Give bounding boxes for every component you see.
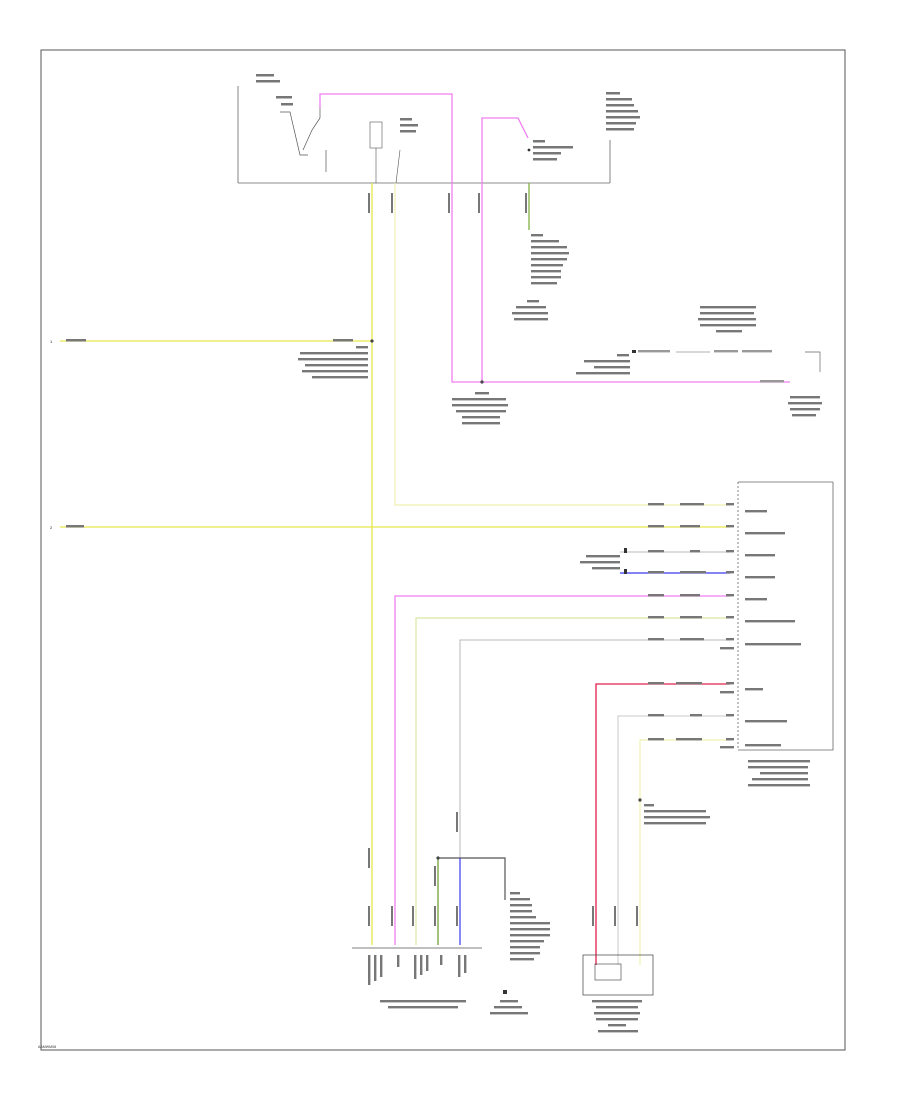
wire-pink-top — [319, 93, 790, 383]
left-connector-labels: 1 2 — [50, 339, 353, 530]
wire-light-yellow — [394, 183, 730, 506]
splice-connector-505 — [490, 892, 550, 1015]
wire-red-module — [595, 683, 730, 965]
powertrain-control-module — [580, 481, 834, 787]
svg-text:1: 1 — [50, 339, 53, 344]
wire-pink-module — [394, 595, 730, 945]
diagram-frame — [40, 49, 846, 1051]
wire-yellow-module-2 — [639, 739, 730, 965]
oil-pressure-sensor — [582, 954, 654, 1033]
battery-junction-box — [237, 74, 640, 184]
wire-yellow — [60, 183, 730, 945]
splice-points — [370, 339, 642, 860]
wire-code-marks — [368, 193, 638, 926]
wire-gray-module — [459, 639, 730, 858]
wire-gray-module-2 — [617, 715, 730, 965]
wire-splice-branches — [437, 857, 506, 945]
label-blocks — [298, 234, 822, 425]
label-splice-lower-right — [644, 804, 710, 825]
bottom-left-connector — [352, 947, 482, 1009]
connector-top-right — [632, 350, 821, 383]
svg-text:2: 2 — [50, 525, 53, 530]
page-ref: AAMWM08 — [38, 1045, 56, 1049]
wire-light-green-module — [415, 617, 730, 945]
